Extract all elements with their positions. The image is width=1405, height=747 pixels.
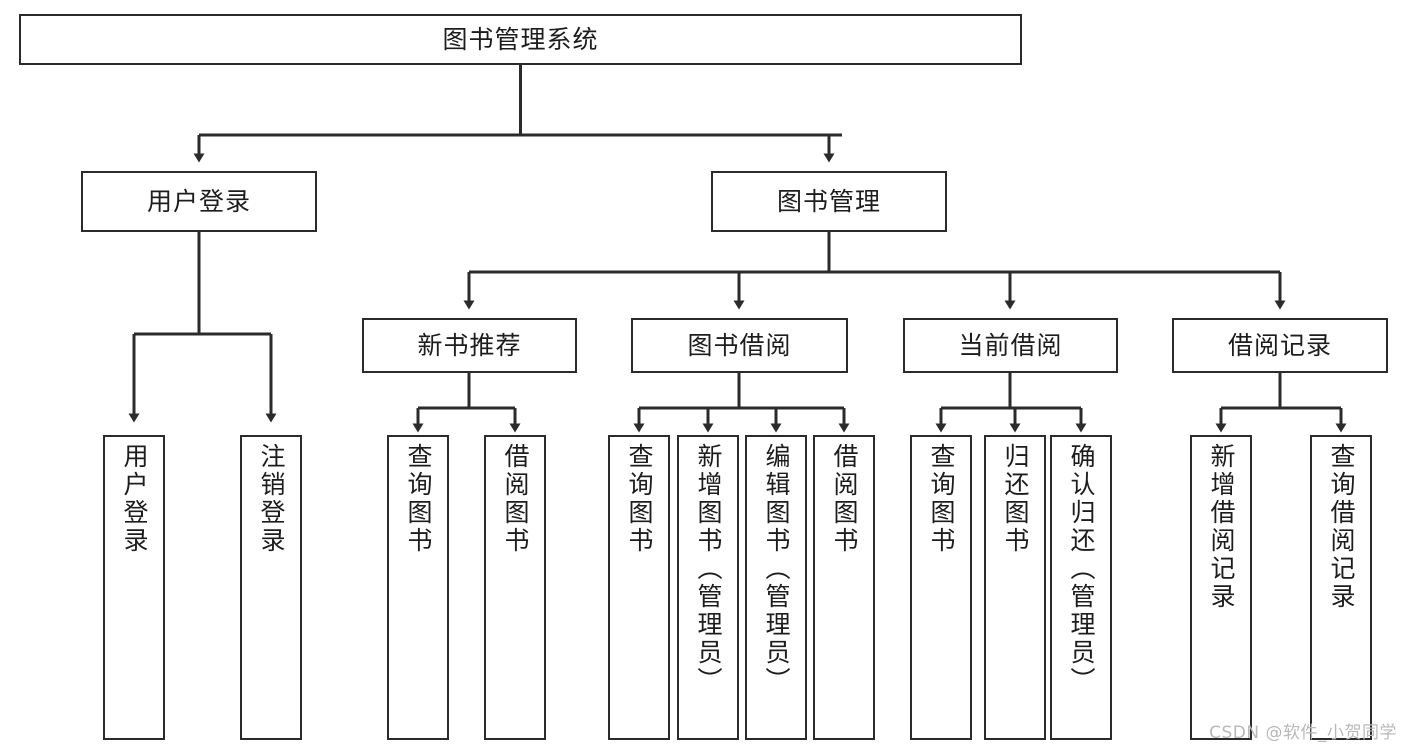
node-new-book-recommend-label: 新书推荐 — [417, 330, 522, 360]
node-user-login-label: 用户登录 — [146, 186, 251, 216]
leaf-query-book-current-label: 查询图书 — [927, 443, 956, 555]
leaf-query-borrow-record-label: 查询借阅记录 — [1327, 443, 1356, 611]
leaf-add-borrow-record[interactable]: 新增借阅记录 — [1190, 435, 1252, 740]
leaf-borrow-book-newbook[interactable]: 借阅图书 — [484, 435, 546, 740]
leaf-confirm-return-admin-label: 确认归还（管理员） — [1067, 443, 1096, 695]
leaf-confirm-return-admin[interactable]: 确认归还（管理员） — [1050, 435, 1112, 740]
leaf-query-book-newbook[interactable]: 查询图书 — [387, 435, 449, 740]
node-book-management[interactable]: 图书管理 — [711, 171, 947, 232]
leaf-borrow-book[interactable]: 借阅图书 — [813, 435, 875, 740]
leaf-borrow-book-newbook-label: 借阅图书 — [501, 443, 530, 555]
leaf-user-login-label: 用户登录 — [120, 443, 149, 555]
node-borrow-record-label: 借阅记录 — [1227, 330, 1332, 360]
node-borrow-record[interactable]: 借阅记录 — [1172, 318, 1388, 373]
leaf-return-book[interactable]: 归还图书 — [984, 435, 1046, 740]
node-user-login[interactable]: 用户登录 — [81, 171, 317, 232]
node-current-borrow-label: 当前借阅 — [958, 330, 1063, 360]
leaf-edit-book-admin[interactable]: 编辑图书（管理员） — [745, 435, 807, 740]
node-book-borrow-label: 图书借阅 — [687, 330, 792, 360]
leaf-logout-label: 注销登录 — [257, 443, 286, 555]
leaf-return-book-label: 归还图书 — [1001, 443, 1030, 555]
leaf-query-book-borrow[interactable]: 查询图书 — [608, 435, 670, 740]
leaf-user-login[interactable]: 用户登录 — [103, 435, 165, 740]
node-root-label: 图书管理系统 — [442, 24, 599, 54]
leaf-add-borrow-record-label: 新增借阅记录 — [1207, 443, 1236, 611]
leaf-query-book-borrow-label: 查询图书 — [625, 443, 654, 555]
node-book-management-label: 图书管理 — [776, 186, 881, 216]
node-new-book-recommend[interactable]: 新书推荐 — [362, 318, 577, 373]
leaf-query-borrow-record[interactable]: 查询借阅记录 — [1310, 435, 1372, 740]
leaf-add-book-admin[interactable]: 新增图书（管理员） — [677, 435, 739, 740]
csdn-watermark: CSDN @软件_小贺同学 — [1209, 723, 1397, 743]
leaf-query-book-current[interactable]: 查询图书 — [910, 435, 972, 740]
leaf-query-book-newbook-label: 查询图书 — [404, 443, 433, 555]
node-book-borrow[interactable]: 图书借阅 — [631, 318, 848, 373]
leaf-add-book-admin-label: 新增图书（管理员） — [694, 443, 723, 695]
leaf-edit-book-admin-label: 编辑图书（管理员） — [762, 443, 791, 695]
node-current-borrow[interactable]: 当前借阅 — [903, 318, 1118, 373]
leaf-borrow-book-label: 借阅图书 — [830, 443, 859, 555]
node-root[interactable]: 图书管理系统 — [19, 14, 1022, 65]
leaf-logout[interactable]: 注销登录 — [240, 435, 302, 740]
